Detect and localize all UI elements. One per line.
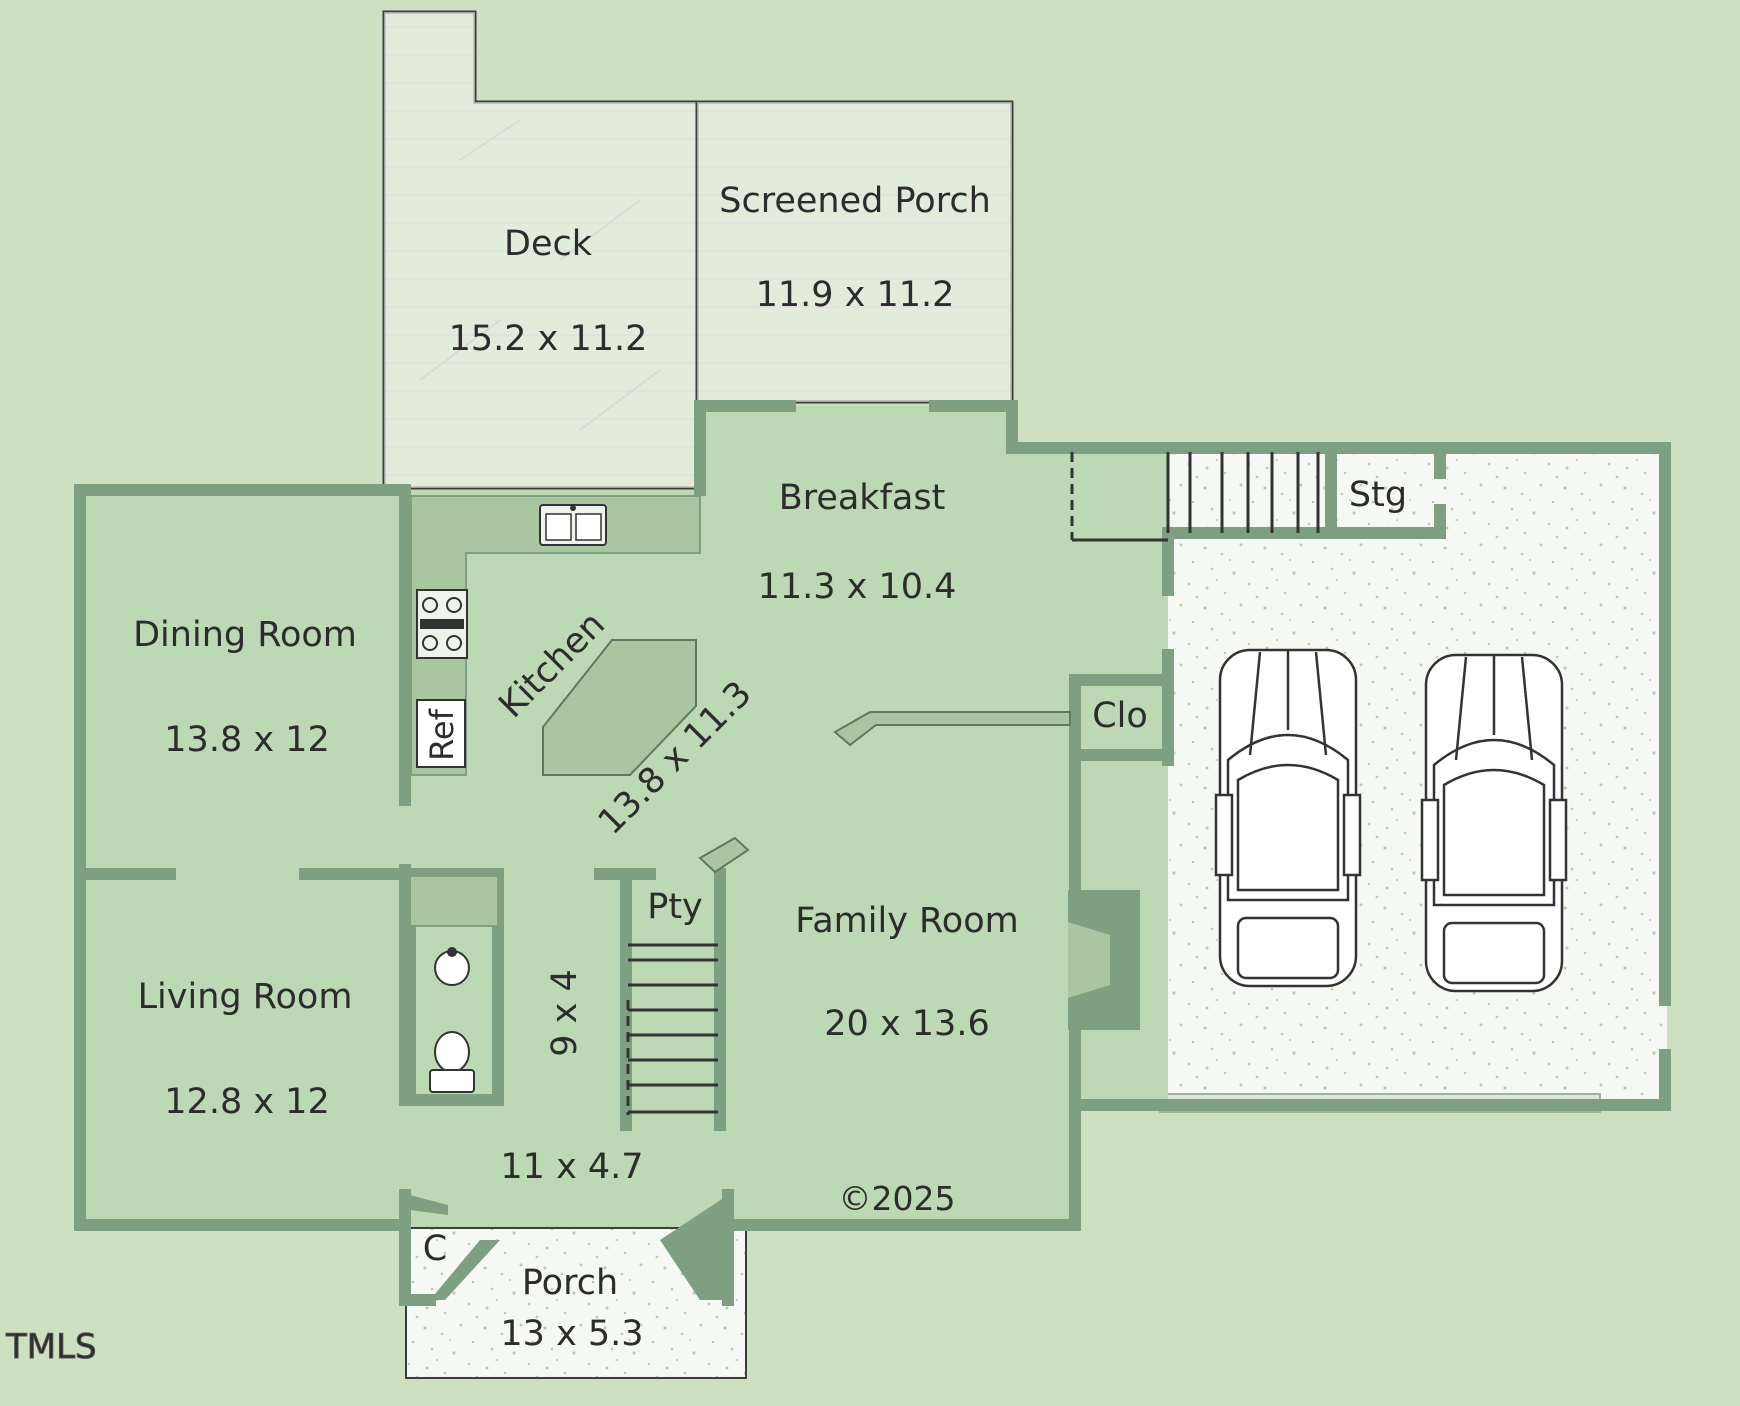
- toilet-icon: [429, 1031, 475, 1093]
- storage-label: Stg: [1349, 475, 1407, 515]
- refrigerator-label: Ref: [423, 708, 461, 760]
- screened-porch-label: Screened Porch: [719, 181, 991, 221]
- family-room-size: 20 x 13.6: [824, 1004, 989, 1044]
- watermark-text: TMLS: [5, 1327, 97, 1367]
- stairs-garage: [1070, 452, 1320, 542]
- copyright-text: ©2025: [839, 1179, 956, 1218]
- breakfast-size: 11.3 x 10.4: [758, 567, 957, 607]
- screened-porch-area: [695, 100, 1014, 404]
- deck-area: [382, 10, 699, 490]
- foyer-size: 11 x 4.7: [500, 1147, 643, 1187]
- dining-room-label: Dining Room: [133, 615, 357, 655]
- deck-label: Deck: [504, 224, 593, 264]
- living-room-label: Living Room: [138, 977, 353, 1017]
- dining-room-size: 13.8 x 12: [164, 720, 329, 760]
- stairs-main: [626, 943, 718, 1115]
- kitchen-island: [542, 639, 697, 776]
- sink-icon: [539, 504, 607, 546]
- breakfast-label: Breakfast: [779, 478, 946, 518]
- main-floor: [80, 406, 1168, 1379]
- porch-size: 13 x 5.3: [500, 1314, 643, 1354]
- range-icon: [416, 589, 468, 659]
- closet-label: Clo: [1092, 696, 1148, 736]
- screened-porch-size: 11.9 x 11.2: [756, 275, 955, 315]
- deck-size: 15.2 x 11.2: [449, 319, 648, 359]
- family-room-label: Family Room: [795, 901, 1018, 941]
- refrigerator-box: [416, 699, 466, 768]
- entry-doors: [410, 1195, 728, 1300]
- car-icon: [1420, 653, 1568, 993]
- fireplace: [1068, 890, 1140, 1030]
- living-room-size: 12.8 x 12: [164, 1082, 329, 1122]
- coat-closet-label: C: [423, 1229, 447, 1269]
- lavatory-icon: [434, 947, 470, 986]
- pantry-label: Pty: [647, 887, 703, 927]
- porch-label: Porch: [522, 1263, 618, 1303]
- labels: Deck 15.2 x 11.2 Screened Porch 11.9 x 1…: [133, 181, 1407, 1354]
- walls: [74, 400, 1671, 1306]
- half-bath-size: 9 x 4: [545, 969, 585, 1057]
- car-icon: [1214, 648, 1362, 988]
